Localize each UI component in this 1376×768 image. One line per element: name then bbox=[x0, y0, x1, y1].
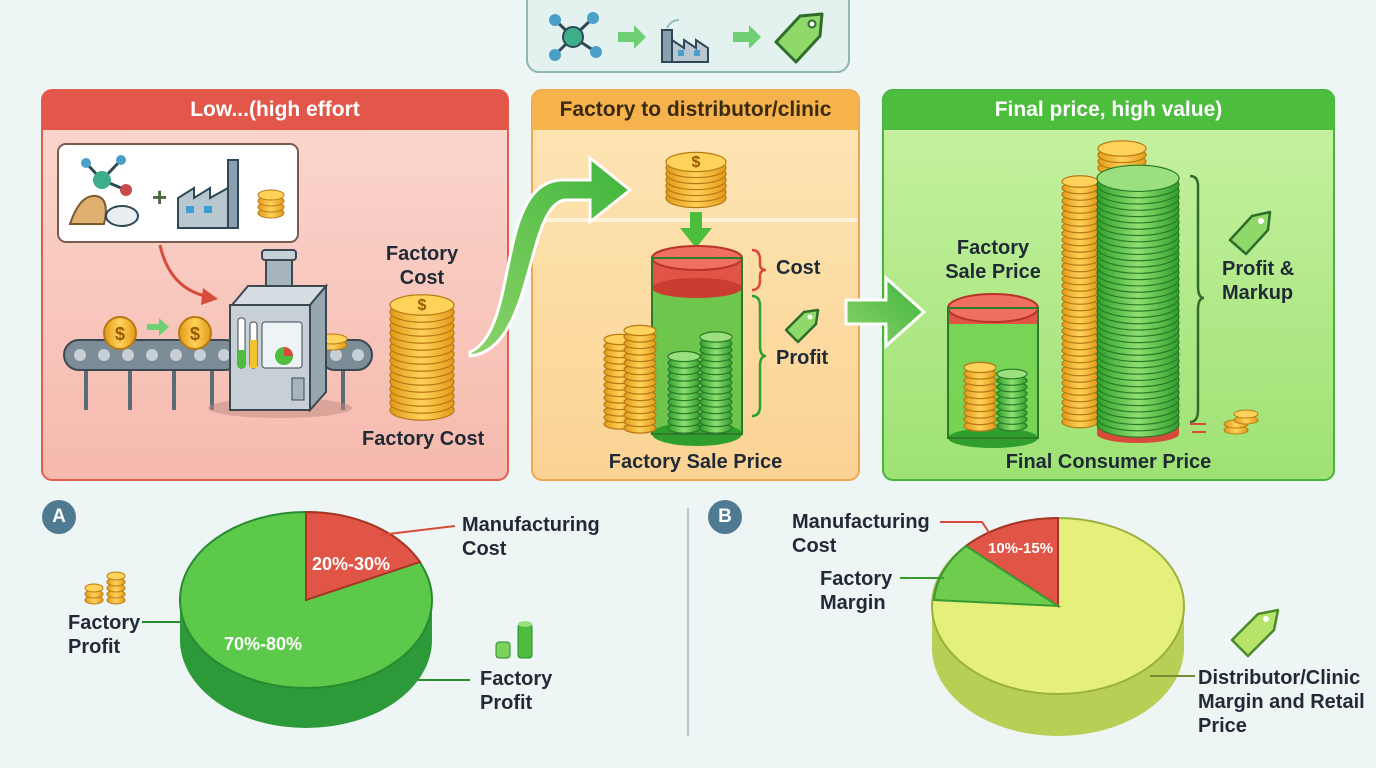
arrow-icon bbox=[733, 25, 761, 49]
coin bbox=[623, 324, 657, 337]
panel-title: Factory to distributor/clinic bbox=[559, 98, 832, 121]
production-machine bbox=[208, 249, 352, 418]
section-badge-b: B bbox=[708, 500, 742, 534]
pie-slice-manufacturing-cost bbox=[305, 510, 422, 602]
coin-stack: $ bbox=[665, 151, 727, 209]
pie-b-slice-label-small: 10%-15% bbox=[988, 540, 1054, 557]
pie-a-slice-label-small: 20%-30% bbox=[312, 554, 391, 574]
pie-a-slice-label-large: 70%-80% bbox=[224, 634, 303, 654]
price-tag-icon bbox=[784, 308, 820, 344]
coin-icon: $ bbox=[178, 316, 212, 350]
svg-text:$: $ bbox=[115, 324, 125, 344]
coin-icon: $ bbox=[103, 316, 137, 350]
coin bbox=[963, 361, 997, 374]
dollar-sign: $ bbox=[418, 297, 427, 314]
coin bbox=[1061, 175, 1099, 188]
pie-slice-manufacturing-cost bbox=[964, 516, 1059, 608]
coin bbox=[699, 331, 733, 343]
pie-chart-a bbox=[179, 510, 433, 728]
factory-profit-callout-right: Factory Profit bbox=[480, 668, 553, 714]
price-tag-icon bbox=[1228, 210, 1272, 256]
coin bbox=[389, 294, 455, 316]
ingredients-box: + bbox=[57, 143, 299, 243]
profit-label: Profit bbox=[776, 347, 829, 369]
panel-low-effort: Low...(high effort bbox=[42, 90, 508, 130]
arrow-icon bbox=[468, 154, 633, 358]
price-tag-icon bbox=[1230, 608, 1280, 658]
panel-title: Final price, high value) bbox=[994, 98, 1223, 121]
coin bbox=[996, 368, 1028, 380]
coin-icon bbox=[667, 144, 725, 170]
manufacturing-cost-callout: Manufacturing Cost bbox=[462, 514, 600, 560]
coin bbox=[1097, 140, 1147, 157]
conveyor-belt: $ $ bbox=[63, 316, 373, 410]
top-process-strip bbox=[526, 0, 850, 73]
factory-sale-price-label: Factory Sale Price bbox=[945, 237, 1041, 283]
section-badge-a: A bbox=[42, 500, 76, 534]
pie-chart-b bbox=[931, 516, 1185, 736]
down-arrow-icon bbox=[680, 212, 712, 248]
coin-stack-icon bbox=[84, 571, 126, 605]
manufacturing-cost-callout: Manufacturing Cost bbox=[792, 511, 930, 557]
retail-price-callout: Distributor/Clinic Margin and Retail Pri… bbox=[1198, 667, 1365, 737]
factory-cost-label-top: Factory Cost bbox=[385, 243, 459, 289]
svg-text:$: $ bbox=[190, 324, 200, 344]
molecule-icon bbox=[549, 12, 602, 61]
coin-stack: $ bbox=[389, 294, 455, 421]
factory-profit-callout-left: Factory Profit bbox=[68, 612, 141, 658]
svg-text:+: + bbox=[152, 182, 167, 212]
coin bbox=[1096, 164, 1180, 193]
cost-label: Cost bbox=[776, 257, 821, 279]
coin bbox=[667, 350, 701, 363]
price-tag-icon bbox=[774, 12, 824, 64]
panel-final-price: Final price, high value) bbox=[883, 90, 1334, 130]
factory-sale-price-label: Factory Sale Price bbox=[608, 451, 783, 473]
bar-growth-icon bbox=[495, 621, 533, 659]
dollar-sign: $ bbox=[692, 154, 701, 171]
factory-cost-label-bottom: Factory Cost bbox=[362, 428, 485, 450]
profit-markup-label: Profit & Markup bbox=[1222, 258, 1295, 304]
arrow-icon bbox=[618, 25, 646, 49]
panel-title: Low...(high effort bbox=[190, 98, 360, 121]
panel-factory-distributor: Factory to distributor/clinic bbox=[532, 90, 859, 130]
coin bbox=[665, 151, 727, 173]
pie-slice-factory-margin bbox=[932, 544, 1062, 608]
final-consumer-price-label: Final Consumer Price bbox=[1005, 451, 1212, 473]
factory-margin-callout: Factory Margin bbox=[820, 568, 893, 614]
arrow-icon bbox=[844, 274, 927, 350]
factory-icon bbox=[661, 19, 709, 63]
